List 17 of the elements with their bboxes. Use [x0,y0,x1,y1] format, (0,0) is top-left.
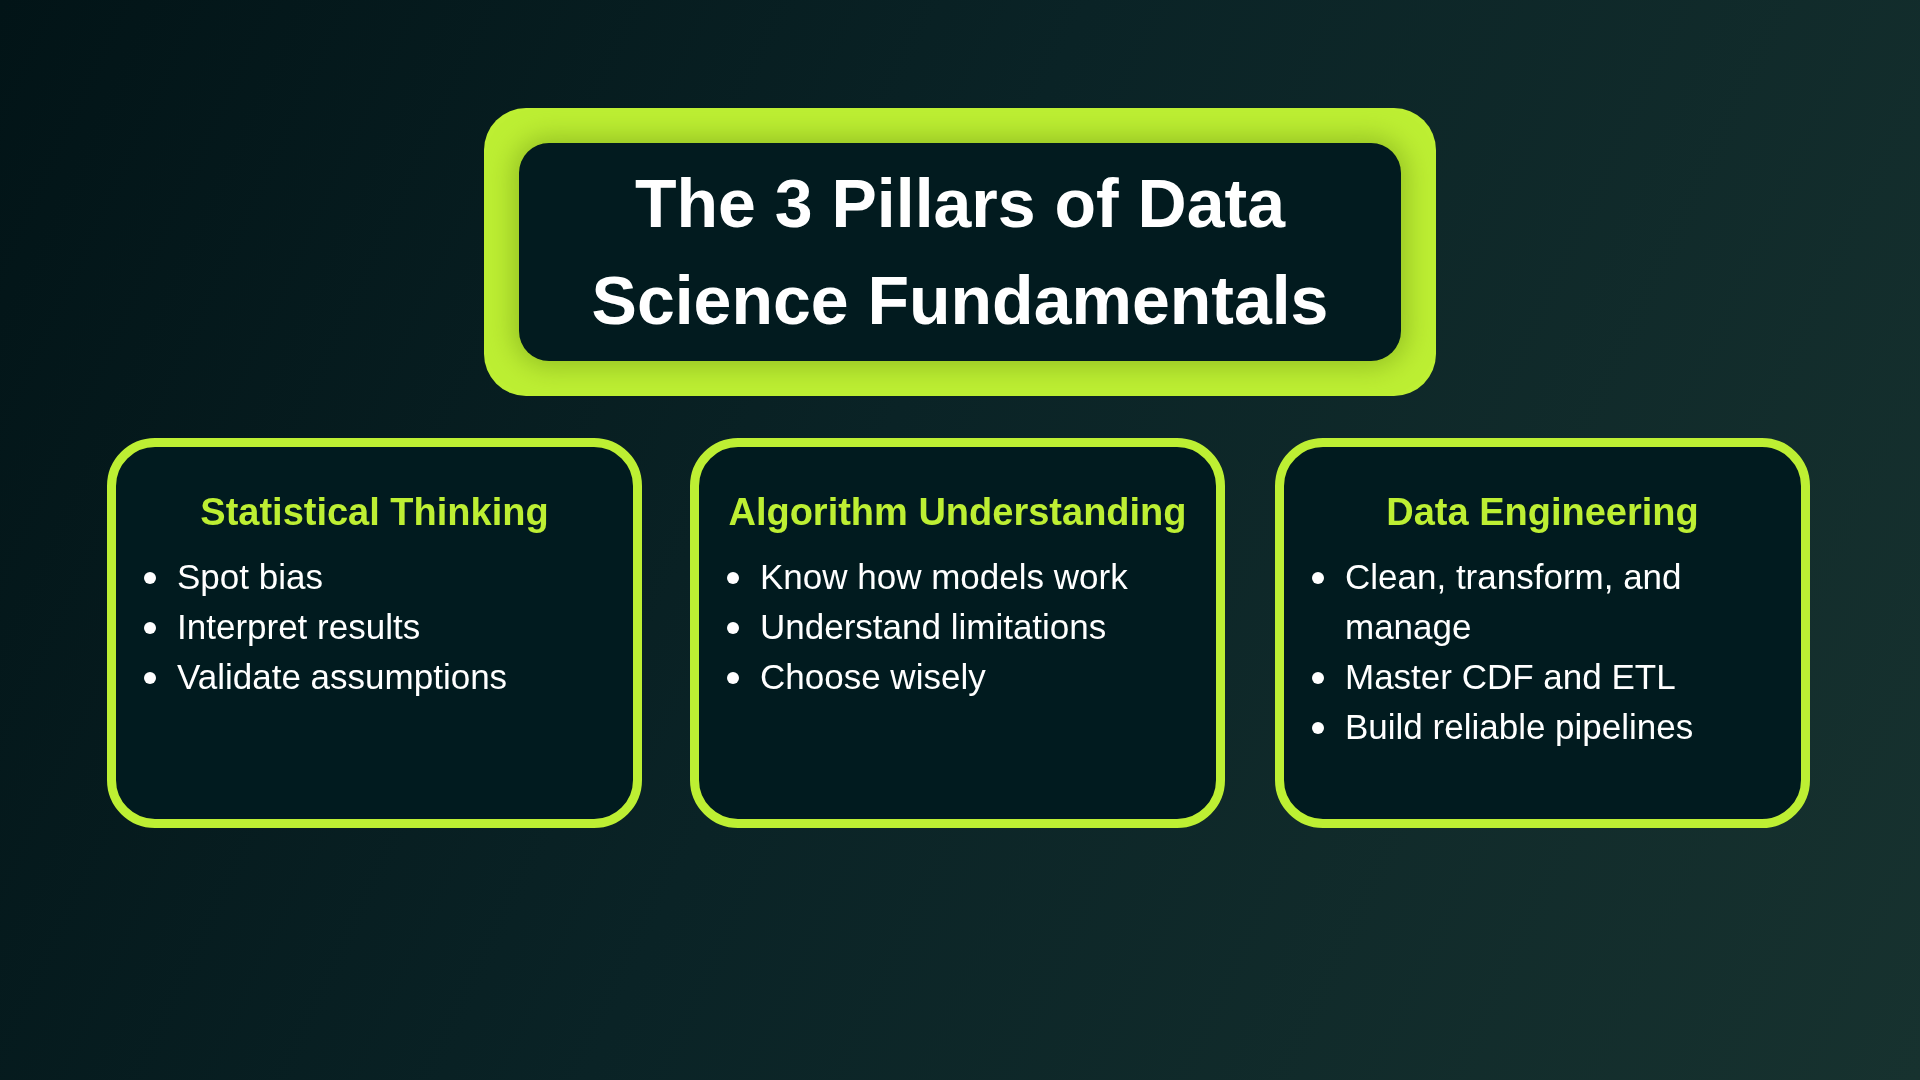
title-text: The 3 Pillars of Data Science Fundamentals [590,164,1330,340]
bullet-text: Understand limitations [760,606,1107,648]
bullet-text: Clean, transform, and manage [1345,556,1683,648]
pillar-card [1275,438,1810,828]
bullet-text: Build reliable pipelines [1345,706,1694,748]
card-heading: Data Engineering [1385,490,1700,535]
pillar-card [107,438,642,828]
card-heading: Algorithm Understanding [727,490,1188,535]
bullet-text: Choose wisely [760,656,986,698]
bullet-text: Validate assumptions [177,656,508,698]
card-heading: Statistical Thinking [199,490,550,535]
bullet-text: Master CDF and ETL [1345,656,1676,698]
title-frame [484,108,1436,396]
bullet-text: Spot bias [177,556,323,598]
bullet-text: Know how models work [760,556,1128,598]
bullet-text: Interpret results [177,606,421,648]
pillar-card [690,438,1225,828]
